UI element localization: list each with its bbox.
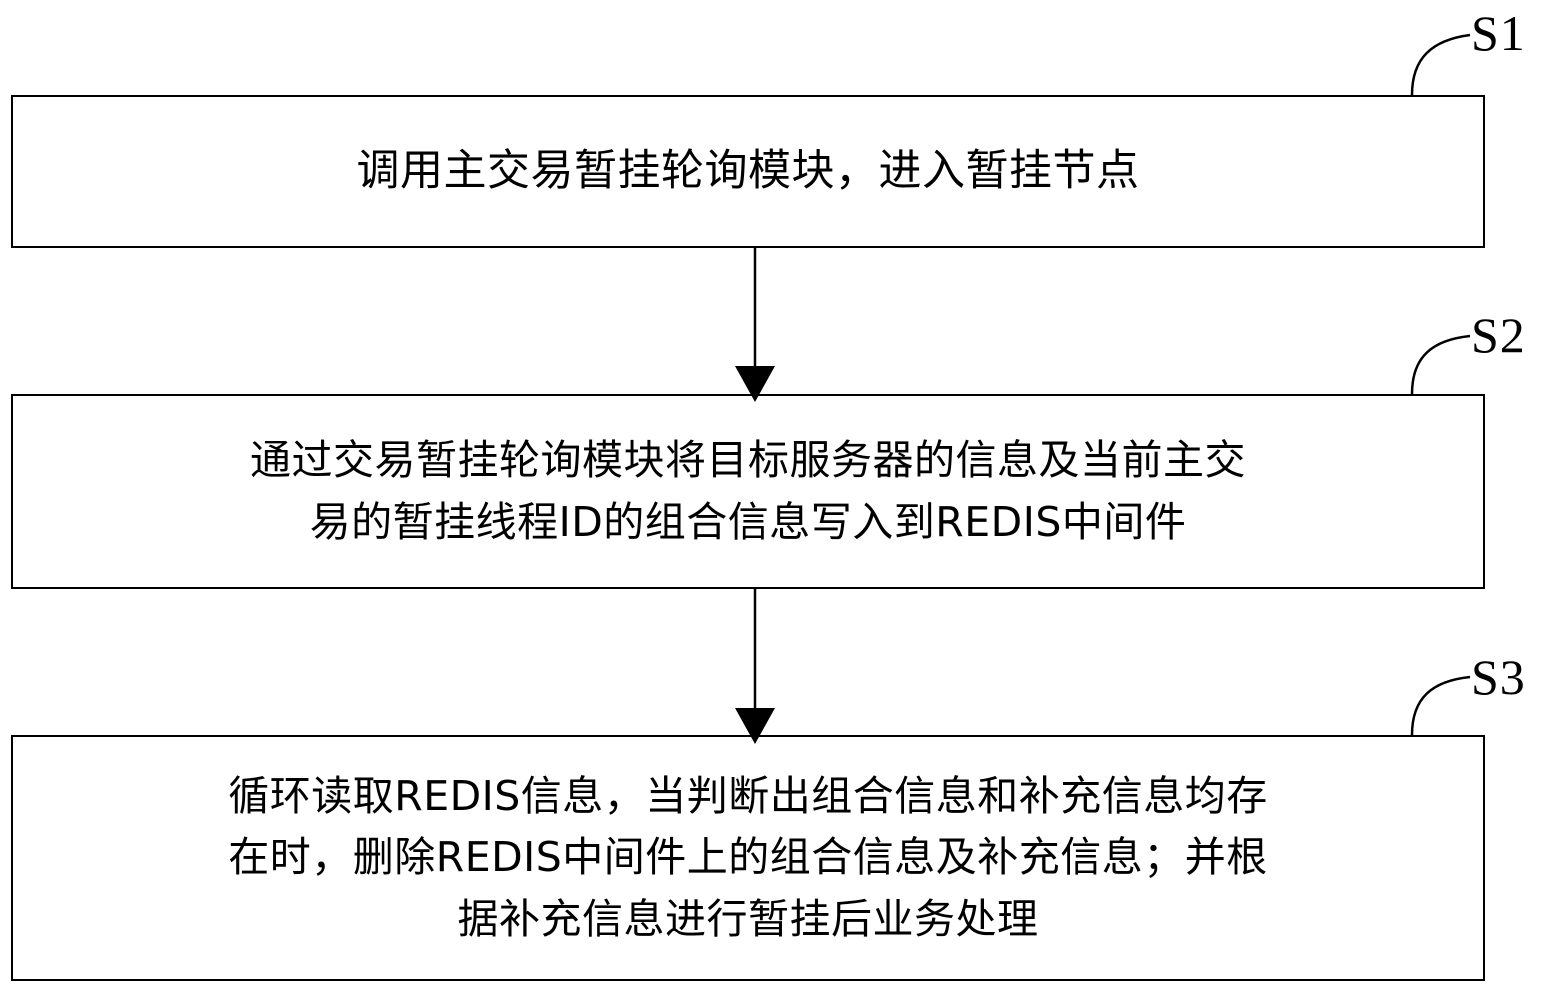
leader-line-s2	[1410, 334, 1471, 395]
step-label-s1: S1	[1471, 5, 1526, 61]
step-box-s3: 循环读取REDIS信息，当判断出组合信息和补充信息均存 在时，删除REDIS中间…	[11, 735, 1485, 981]
step-text-s3: 循环读取REDIS信息，当判断出组合信息和补充信息均存 在时，删除REDIS中间…	[228, 771, 1268, 943]
step-text-s1: 调用主交易暂挂轮询模块，进入暂挂节点	[356, 146, 1140, 197]
leader-line-s1	[1410, 33, 1471, 96]
step-label-s3: S3	[1471, 649, 1526, 705]
connector-s2-to-s3	[735, 589, 775, 744]
step-box-s2: 通过交易暂挂轮询模块将目标服务器的信息及当前主交 易的暂挂线程ID的组合信息写入…	[11, 394, 1485, 589]
connector-s1-to-s2	[735, 248, 775, 402]
step-box-s1: 调用主交易暂挂轮询模块，进入暂挂节点	[11, 95, 1485, 248]
leader-line-s3	[1410, 675, 1471, 736]
step-text-s2: 通过交易暂挂轮询模块将目标服务器的信息及当前主交 易的暂挂线程ID的组合信息写入…	[250, 436, 1246, 546]
step-label-s2: S2	[1471, 307, 1526, 363]
